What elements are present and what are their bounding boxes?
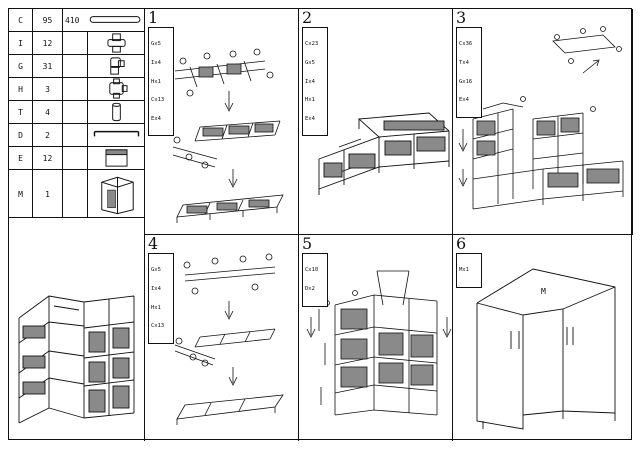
part-count: Dx2 [305, 286, 315, 293]
long-tube-icon [87, 9, 145, 31]
part-code: H [9, 78, 33, 100]
part-count: Ix4 [151, 286, 161, 293]
four-way-connector-icon [87, 78, 145, 100]
step-4-panel: 4 Gx5 Ix4 Hx1 Cx13 [145, 235, 299, 441]
part-qty: 31 [33, 55, 63, 77]
cover-label: M [541, 287, 546, 296]
step-parts-list: Gx5 Ix4 Hx1 Cx13 Ex4 [148, 27, 174, 137]
part-count: Mx1 [459, 267, 469, 274]
part-count: Gx5 [151, 267, 161, 274]
step-parts-list: Cx10 Dx2 [302, 253, 328, 307]
step-3-frame-view [458, 26, 624, 210]
part-count: Cx10 [305, 267, 319, 274]
part-code: T [9, 101, 33, 123]
step-number: 5 [302, 235, 313, 253]
step-6-covered-wardrobe-view [476, 268, 616, 430]
part-length [63, 101, 87, 123]
part-count: Cx13 [151, 97, 165, 104]
step-number: 3 [456, 9, 467, 27]
part-qty: 2 [33, 124, 63, 146]
part-code: D [9, 124, 33, 146]
part-qty: 95 [33, 9, 63, 31]
part-count: Hx1 [305, 97, 315, 104]
part-qty: 12 [33, 32, 63, 54]
part-count: Cx23 [305, 41, 319, 48]
part-code: G [9, 55, 33, 77]
part-length [63, 147, 87, 169]
parts-row-c: C 95 410 [9, 9, 145, 32]
parts-row-e: E 12 [9, 147, 145, 170]
step-number: 1 [148, 9, 159, 27]
part-length [63, 170, 87, 218]
part-count: Hx1 [151, 78, 161, 85]
part-count: Ix4 [305, 78, 315, 85]
step-number: 2 [302, 9, 313, 27]
part-count: Gx5 [305, 60, 315, 67]
part-count: Cx36 [459, 41, 473, 48]
part-length [63, 78, 87, 100]
step-parts-list: Cx36 Tx4 Gx16 Ex4 [456, 27, 482, 118]
part-count: Ix4 [151, 60, 161, 67]
part-count: Gx5 [151, 41, 161, 48]
step-5-panel: 5 Cx10 Dx2 [299, 235, 453, 441]
step-parts-list: Mx1 [456, 253, 482, 289]
parts-row-m: M 1 [9, 170, 145, 218]
part-count: Gx16 [459, 78, 473, 85]
step-1-exploded-view [172, 48, 284, 223]
step-2-frame-view [318, 112, 450, 195]
corner-connector-icon [87, 55, 145, 77]
part-qty: 4 [33, 101, 63, 123]
step-parts-list: Gx5 Ix4 Hx1 Cx13 [148, 253, 174, 344]
part-code: E [9, 147, 33, 169]
part-qty: 1 [33, 170, 63, 218]
finished-frame-view [18, 295, 135, 424]
foot-cap-icon [87, 101, 145, 123]
shelf-panel-icon [87, 147, 145, 169]
part-count: Hx1 [151, 304, 161, 311]
parts-row-g: G 31 [9, 55, 145, 78]
step-4-exploded-view [174, 253, 284, 425]
part-length [63, 124, 87, 146]
part-code: M [9, 170, 33, 218]
part-count: Ex4 [151, 115, 161, 122]
step-number: 6 [456, 235, 467, 253]
step-number: 4 [148, 235, 159, 253]
step-3-panel: 3 Cx36 Tx4 Gx16 Ex4 [453, 9, 633, 235]
step-1-panel: 1 Gx5 Ix4 Hx1 Cx13 Ex4 [145, 9, 299, 235]
part-code: I [9, 32, 33, 54]
part-count: Ex4 [305, 115, 315, 122]
part-count: Ex4 [459, 97, 469, 104]
step-2-panel: 2 Cx23 Gx5 Ix4 Hx1 Ex4 [299, 9, 453, 235]
wardrobe-cover-icon [87, 170, 145, 218]
parts-row-d: D 2 [9, 124, 145, 147]
parts-table: C 95 410 I 12 G 31 H 3 [9, 9, 145, 218]
part-count: Tx4 [459, 60, 469, 67]
part-qty: 3 [33, 78, 63, 100]
parts-row-t: T 4 [9, 101, 145, 124]
finished-frame-panel [9, 218, 145, 441]
step-5-frame-view [306, 270, 452, 416]
part-length [63, 32, 87, 54]
part-count: Cx13 [151, 323, 165, 330]
parts-row-h: H 3 [9, 78, 145, 101]
part-code: C [9, 9, 33, 31]
instruction-sheet: C 95 410 I 12 G 31 H 3 [8, 8, 633, 441]
part-length [63, 55, 87, 77]
part-length: 410 [65, 15, 80, 25]
hanging-rod-icon [87, 124, 145, 146]
part-qty: 12 [33, 147, 63, 169]
parts-row-i: I 12 [9, 32, 145, 55]
three-way-connector-icon [87, 32, 145, 54]
step-6-panel: 6 Mx1 M [453, 235, 633, 441]
step-parts-list: Cx23 Gx5 Ix4 Hx1 Ex4 [302, 27, 328, 137]
